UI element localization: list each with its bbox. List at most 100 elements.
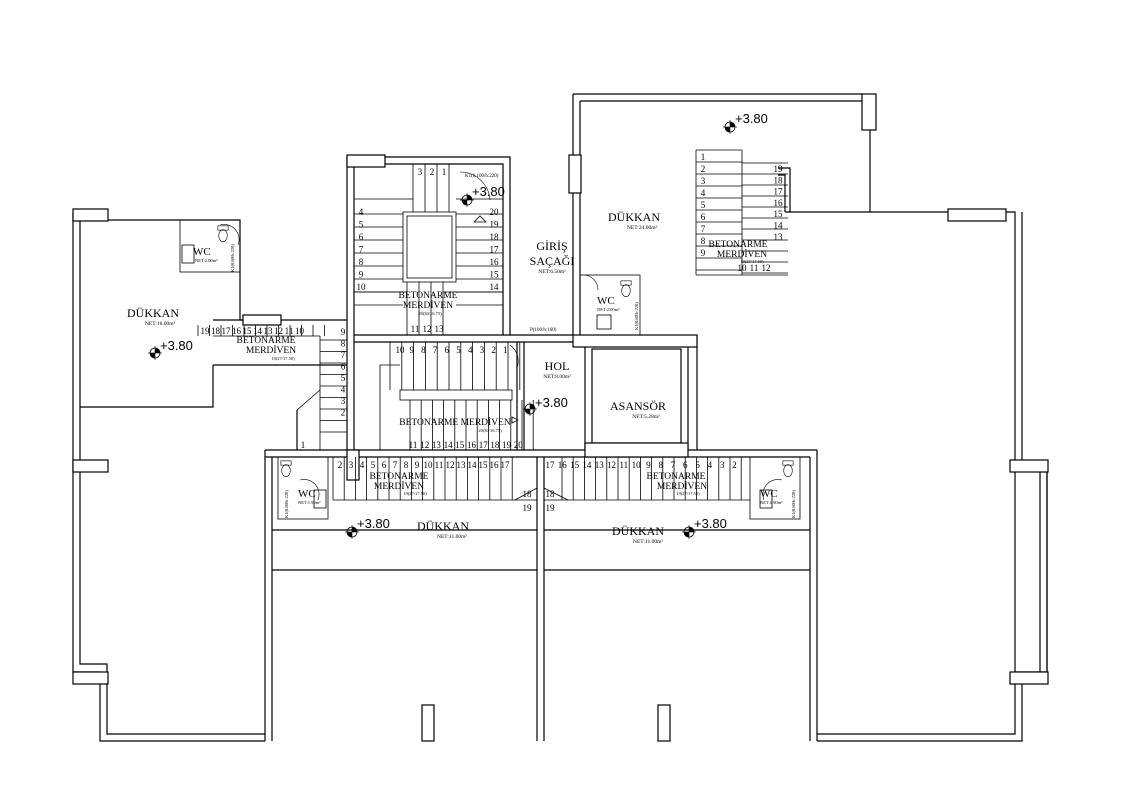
step-number: 1: [301, 440, 306, 450]
stair-label-bl-2: MERDİVEN: [374, 480, 424, 492]
stair-label-tr-1: BETONARME: [709, 240, 768, 250]
step-number: 7: [671, 460, 676, 470]
step-number: 8: [658, 460, 663, 470]
step-number: 18: [774, 175, 784, 185]
step-number: 15: [774, 209, 784, 219]
step-number: 9: [701, 248, 706, 258]
step-number: 16: [490, 257, 500, 267]
room-area-hol: NET:8.00m²: [543, 374, 571, 380]
room-name-dukkan-left: DÜKKAN: [127, 306, 179, 320]
stair-label-br-2: MERDİVEN: [657, 480, 707, 492]
step-number: 19: [201, 326, 211, 336]
room-name-giris-2: SAÇAĞI: [530, 254, 575, 268]
door-swings: [219, 171, 783, 501]
wc-door-bottom-right: K1(0.80/h:220): [791, 490, 796, 518]
stair-spec-br: 19(27/17.50): [676, 491, 700, 496]
stair-label-left-2: MERDİVEN: [246, 344, 296, 356]
step-number: 16: [774, 198, 784, 208]
step-number: 2: [491, 345, 496, 355]
room-area-dukkan-bottom-left: NET:11.00m²: [437, 534, 467, 540]
step-number: 6: [341, 362, 346, 372]
step-number: 15: [490, 270, 500, 280]
step-number: 6: [701, 212, 706, 222]
room-labels: DÜKKAN NET:16.00m² +3.80 DÜKKAN NET:24.0…: [127, 111, 768, 545]
step-number: 5: [371, 460, 376, 470]
wc-door-bottom-left: K1(0.80/h:220): [284, 490, 289, 518]
wc-name-center: WC: [597, 295, 615, 307]
step-number: 4: [360, 460, 365, 470]
step-number: 13: [264, 326, 274, 336]
room-name-dukkan-top-right: DÜKKAN: [608, 210, 660, 224]
step-number: 17: [546, 460, 556, 470]
step-number: 3: [349, 460, 354, 470]
step-number: 14: [444, 440, 454, 450]
step-number: 5: [359, 220, 364, 230]
step-number: 12: [423, 324, 432, 334]
stair-label-tr-2: MERDİVEN: [717, 248, 767, 260]
step-number: 9: [341, 327, 346, 337]
stair-label-left-1: BETONARME: [237, 336, 296, 346]
step-number: 9: [415, 460, 420, 470]
wc-door-left: K1(0.80/h:220): [230, 244, 235, 272]
step-number: 6: [683, 460, 688, 470]
step-number: 15: [243, 326, 253, 336]
step-number: 8: [421, 345, 426, 355]
step-number: 15: [455, 440, 465, 450]
stairs: [197, 149, 788, 501]
step-number: 10: [357, 282, 367, 292]
step-number: 13: [595, 460, 605, 470]
stair-spec-lower: 20(30/16.75): [478, 428, 502, 433]
step-number: 20: [514, 440, 524, 450]
step-number: 14: [490, 282, 500, 292]
step-number: 6: [382, 460, 387, 470]
step-number: 2: [338, 460, 343, 470]
wc-name-bottom-right: WC: [760, 488, 778, 500]
step-number: 14: [582, 460, 592, 470]
step-number: 19: [490, 220, 500, 230]
step-number: 12: [446, 460, 455, 470]
step-number: 16: [490, 460, 500, 470]
room-area-dukkan-left: NET:16.00m²: [145, 321, 176, 327]
step-number: 3: [341, 396, 346, 406]
step-number: 19: [774, 164, 784, 174]
step-number: 11: [619, 460, 628, 470]
level-dukkan-bottom-left: +3.80: [357, 516, 390, 531]
step-number: 10: [295, 326, 305, 336]
step-number: 5: [701, 200, 706, 210]
step-number: 6: [445, 345, 450, 355]
step-number: 4: [341, 385, 346, 395]
step-number: 8: [359, 257, 364, 267]
step-number: 5: [341, 373, 346, 383]
step-number: 12: [420, 440, 429, 450]
room-name-giris-1: GİRİŞ: [536, 239, 567, 253]
step-number: 3: [720, 460, 725, 470]
step-number: 10: [738, 263, 748, 273]
step-number: 18: [211, 326, 221, 336]
step-number: 6: [359, 232, 364, 242]
step-number: 7: [701, 224, 706, 234]
stair-tread: [514, 487, 538, 501]
step-number: 17: [501, 460, 511, 470]
room-area-dukkan-bottom-right: NET:11.00m²: [633, 539, 663, 545]
step-number: 2: [341, 408, 346, 418]
wc-name-bottom-left: WC: [298, 488, 316, 500]
room-area-asansor: NET:5.28m²: [632, 414, 660, 420]
columns: [72, 93, 1049, 742]
step-number: 20: [490, 207, 500, 217]
step-number: 1: [701, 152, 706, 162]
stair-spec-bl: 19(27/17.50): [403, 491, 427, 496]
step-number: 13: [432, 440, 442, 450]
stair-label-main-1: BETONARME: [399, 291, 458, 301]
stair-spec-main: 20(30/16.75): [418, 311, 442, 316]
step-number: 12: [274, 326, 283, 336]
step-number: 18: [523, 489, 533, 499]
wc-fixtures: [179, 219, 801, 520]
room-name-dukkan-bottom-left: DÜKKAN: [417, 519, 469, 533]
room-area-giris: NET:6.50m²: [538, 269, 566, 275]
room-area-dukkan-top-right: NET:24.00m²: [627, 225, 658, 231]
step-number: 14: [253, 326, 263, 336]
step-number: 4: [708, 460, 713, 470]
step-number: 8: [701, 236, 706, 246]
step-number: 8: [341, 339, 346, 349]
